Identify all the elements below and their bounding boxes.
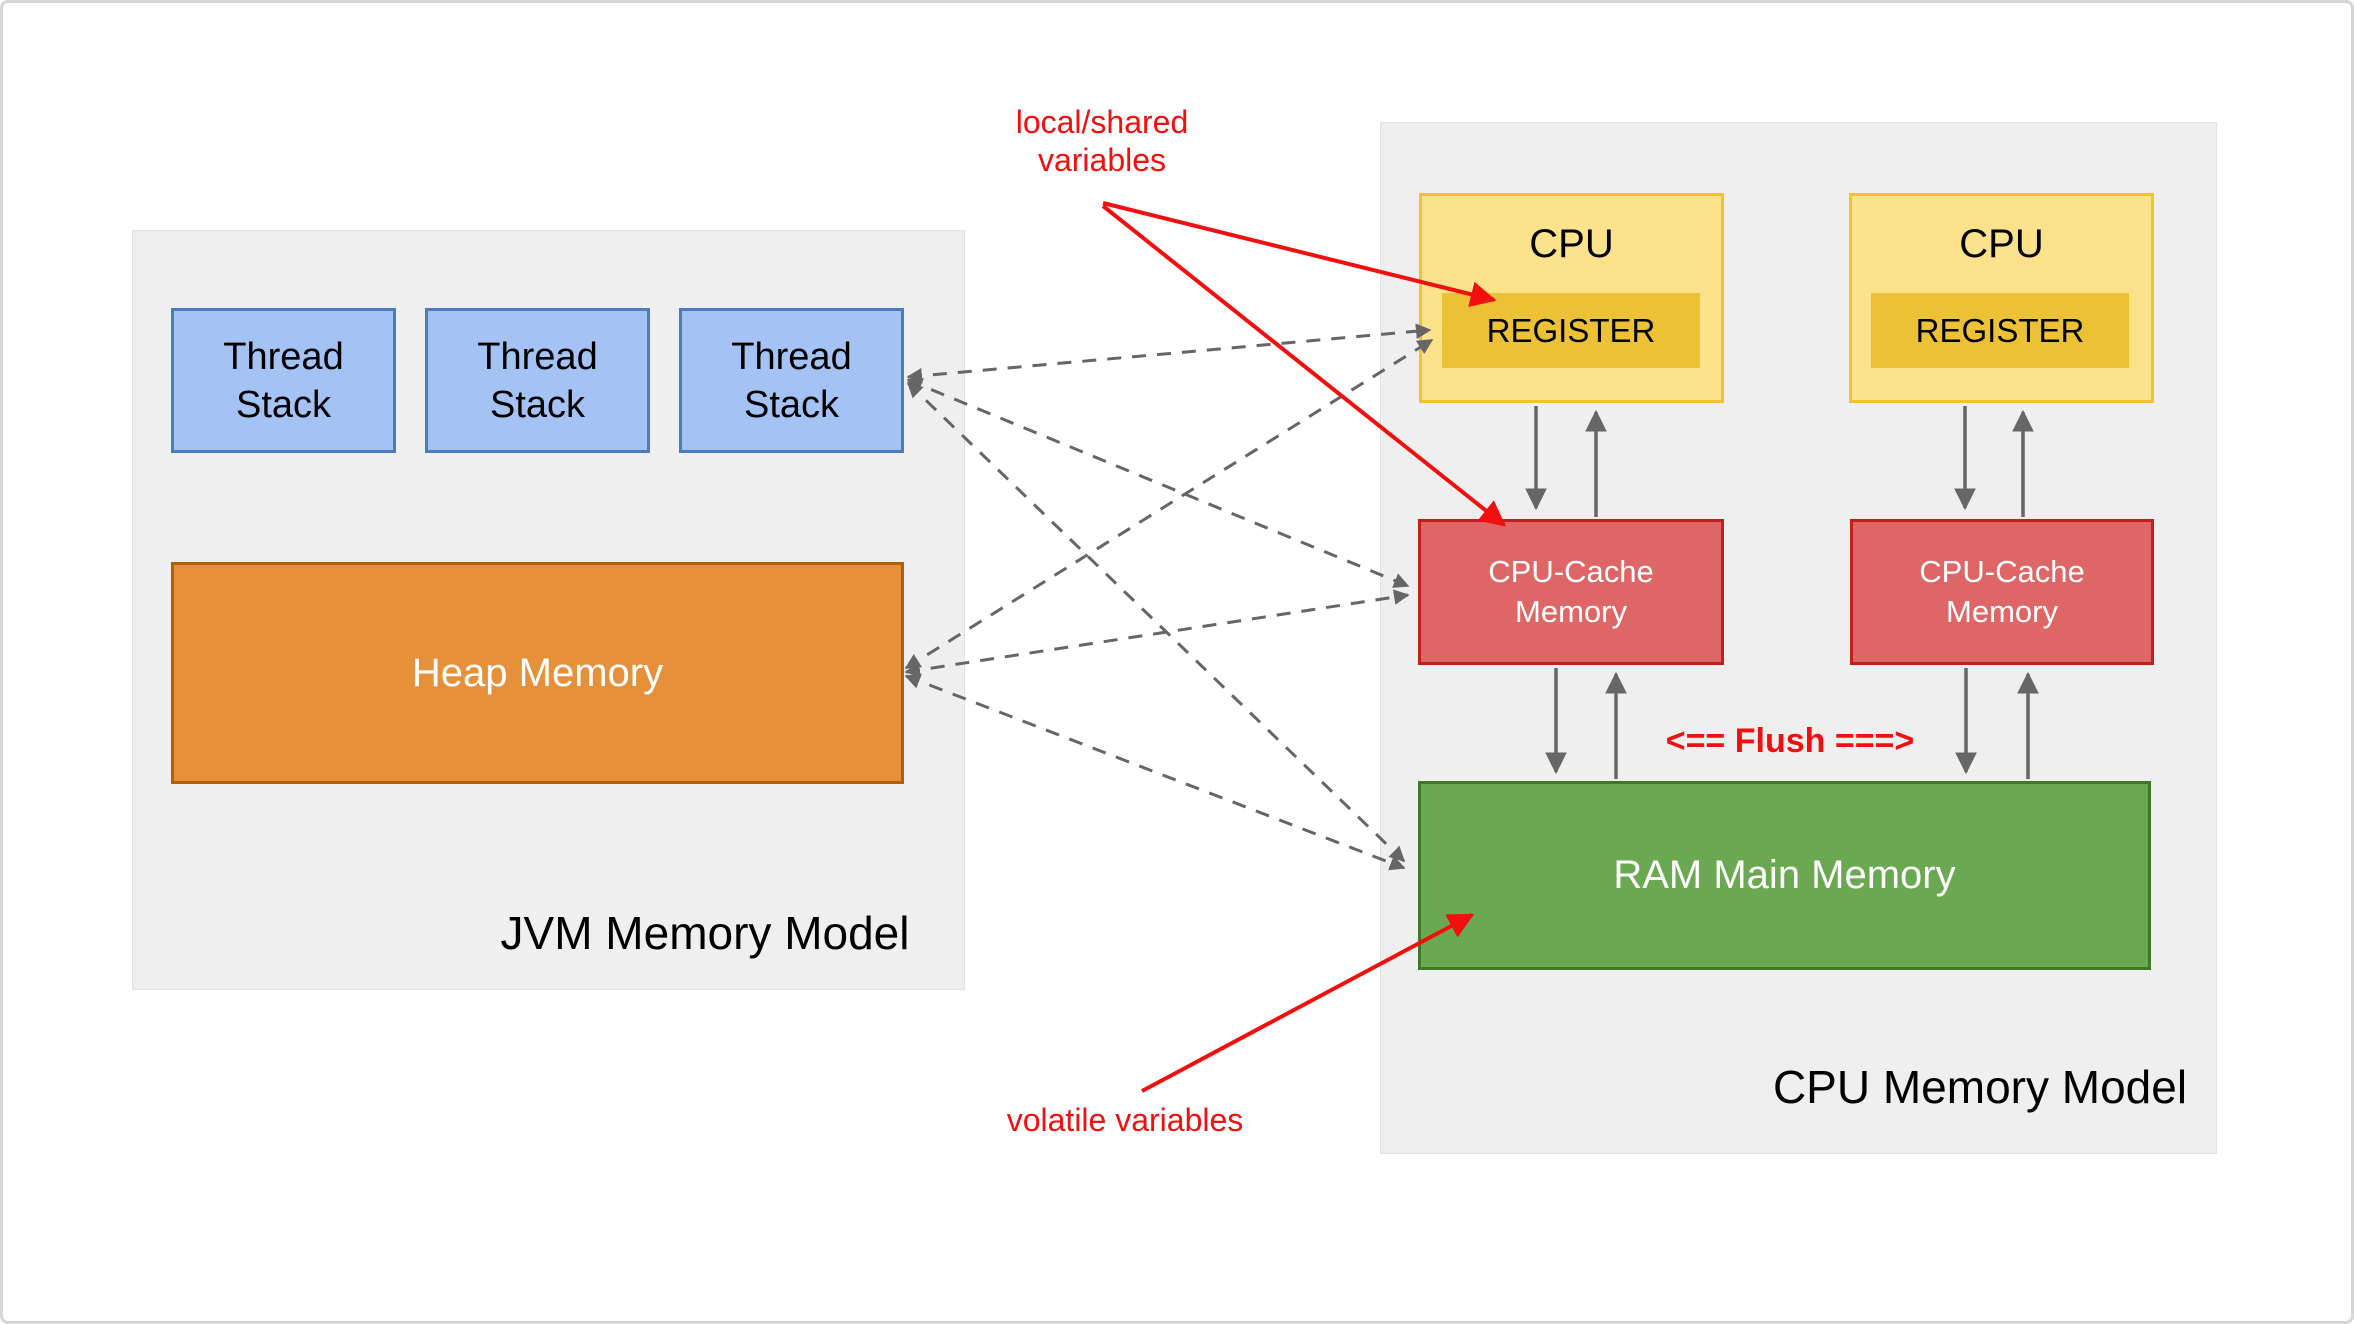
register-label-1: REGISTER [1486,311,1656,349]
register-box-2: REGISTER [1871,293,2129,368]
cpu-panel-title: CPU Memory Model [1772,1061,2188,1113]
cpu-label-2: CPU [1959,222,2044,266]
thread-stack-label-2: Thread Stack [477,335,598,426]
thread-stack-box-1: Thread Stack [171,308,396,453]
heap-memory-label: Heap Memory [411,650,664,695]
jvm-panel-title: JVM Memory Model [500,907,910,959]
cpu-label-1: CPU [1529,222,1614,266]
thread-stack-box-3: Thread Stack [679,308,904,453]
ram-main-memory-box: RAM Main Memory [1418,781,2151,970]
cpu-cache-box-2: CPU-Cache Memory [1850,519,2154,665]
thread-stack-label-1: Thread Stack [223,335,344,426]
thread-stack-box-2: Thread Stack [425,308,650,453]
cpu-cache-label-2: CPU-Cache Memory [1919,554,2085,629]
heap-memory-box: Heap Memory [171,562,904,784]
cpu-cache-box-1: CPU-Cache Memory [1418,519,1724,665]
cpu-cache-label-1: CPU-Cache Memory [1488,554,1654,629]
thread-stack-label-3: Thread Stack [731,335,852,426]
volatile-variables-note: volatile variables [1006,1102,1244,1138]
flush-note: <== Flush ===> [1665,722,1915,760]
local-shared-variables-note: local/shared variables [1015,104,1189,178]
register-label-2: REGISTER [1915,311,2085,349]
cpu-box-1: CPU REGISTER [1419,193,1724,403]
ram-main-memory-label: RAM Main Memory [1613,853,1956,897]
register-box-1: REGISTER [1442,293,1700,368]
cpu-box-2: CPU REGISTER [1849,193,2154,403]
